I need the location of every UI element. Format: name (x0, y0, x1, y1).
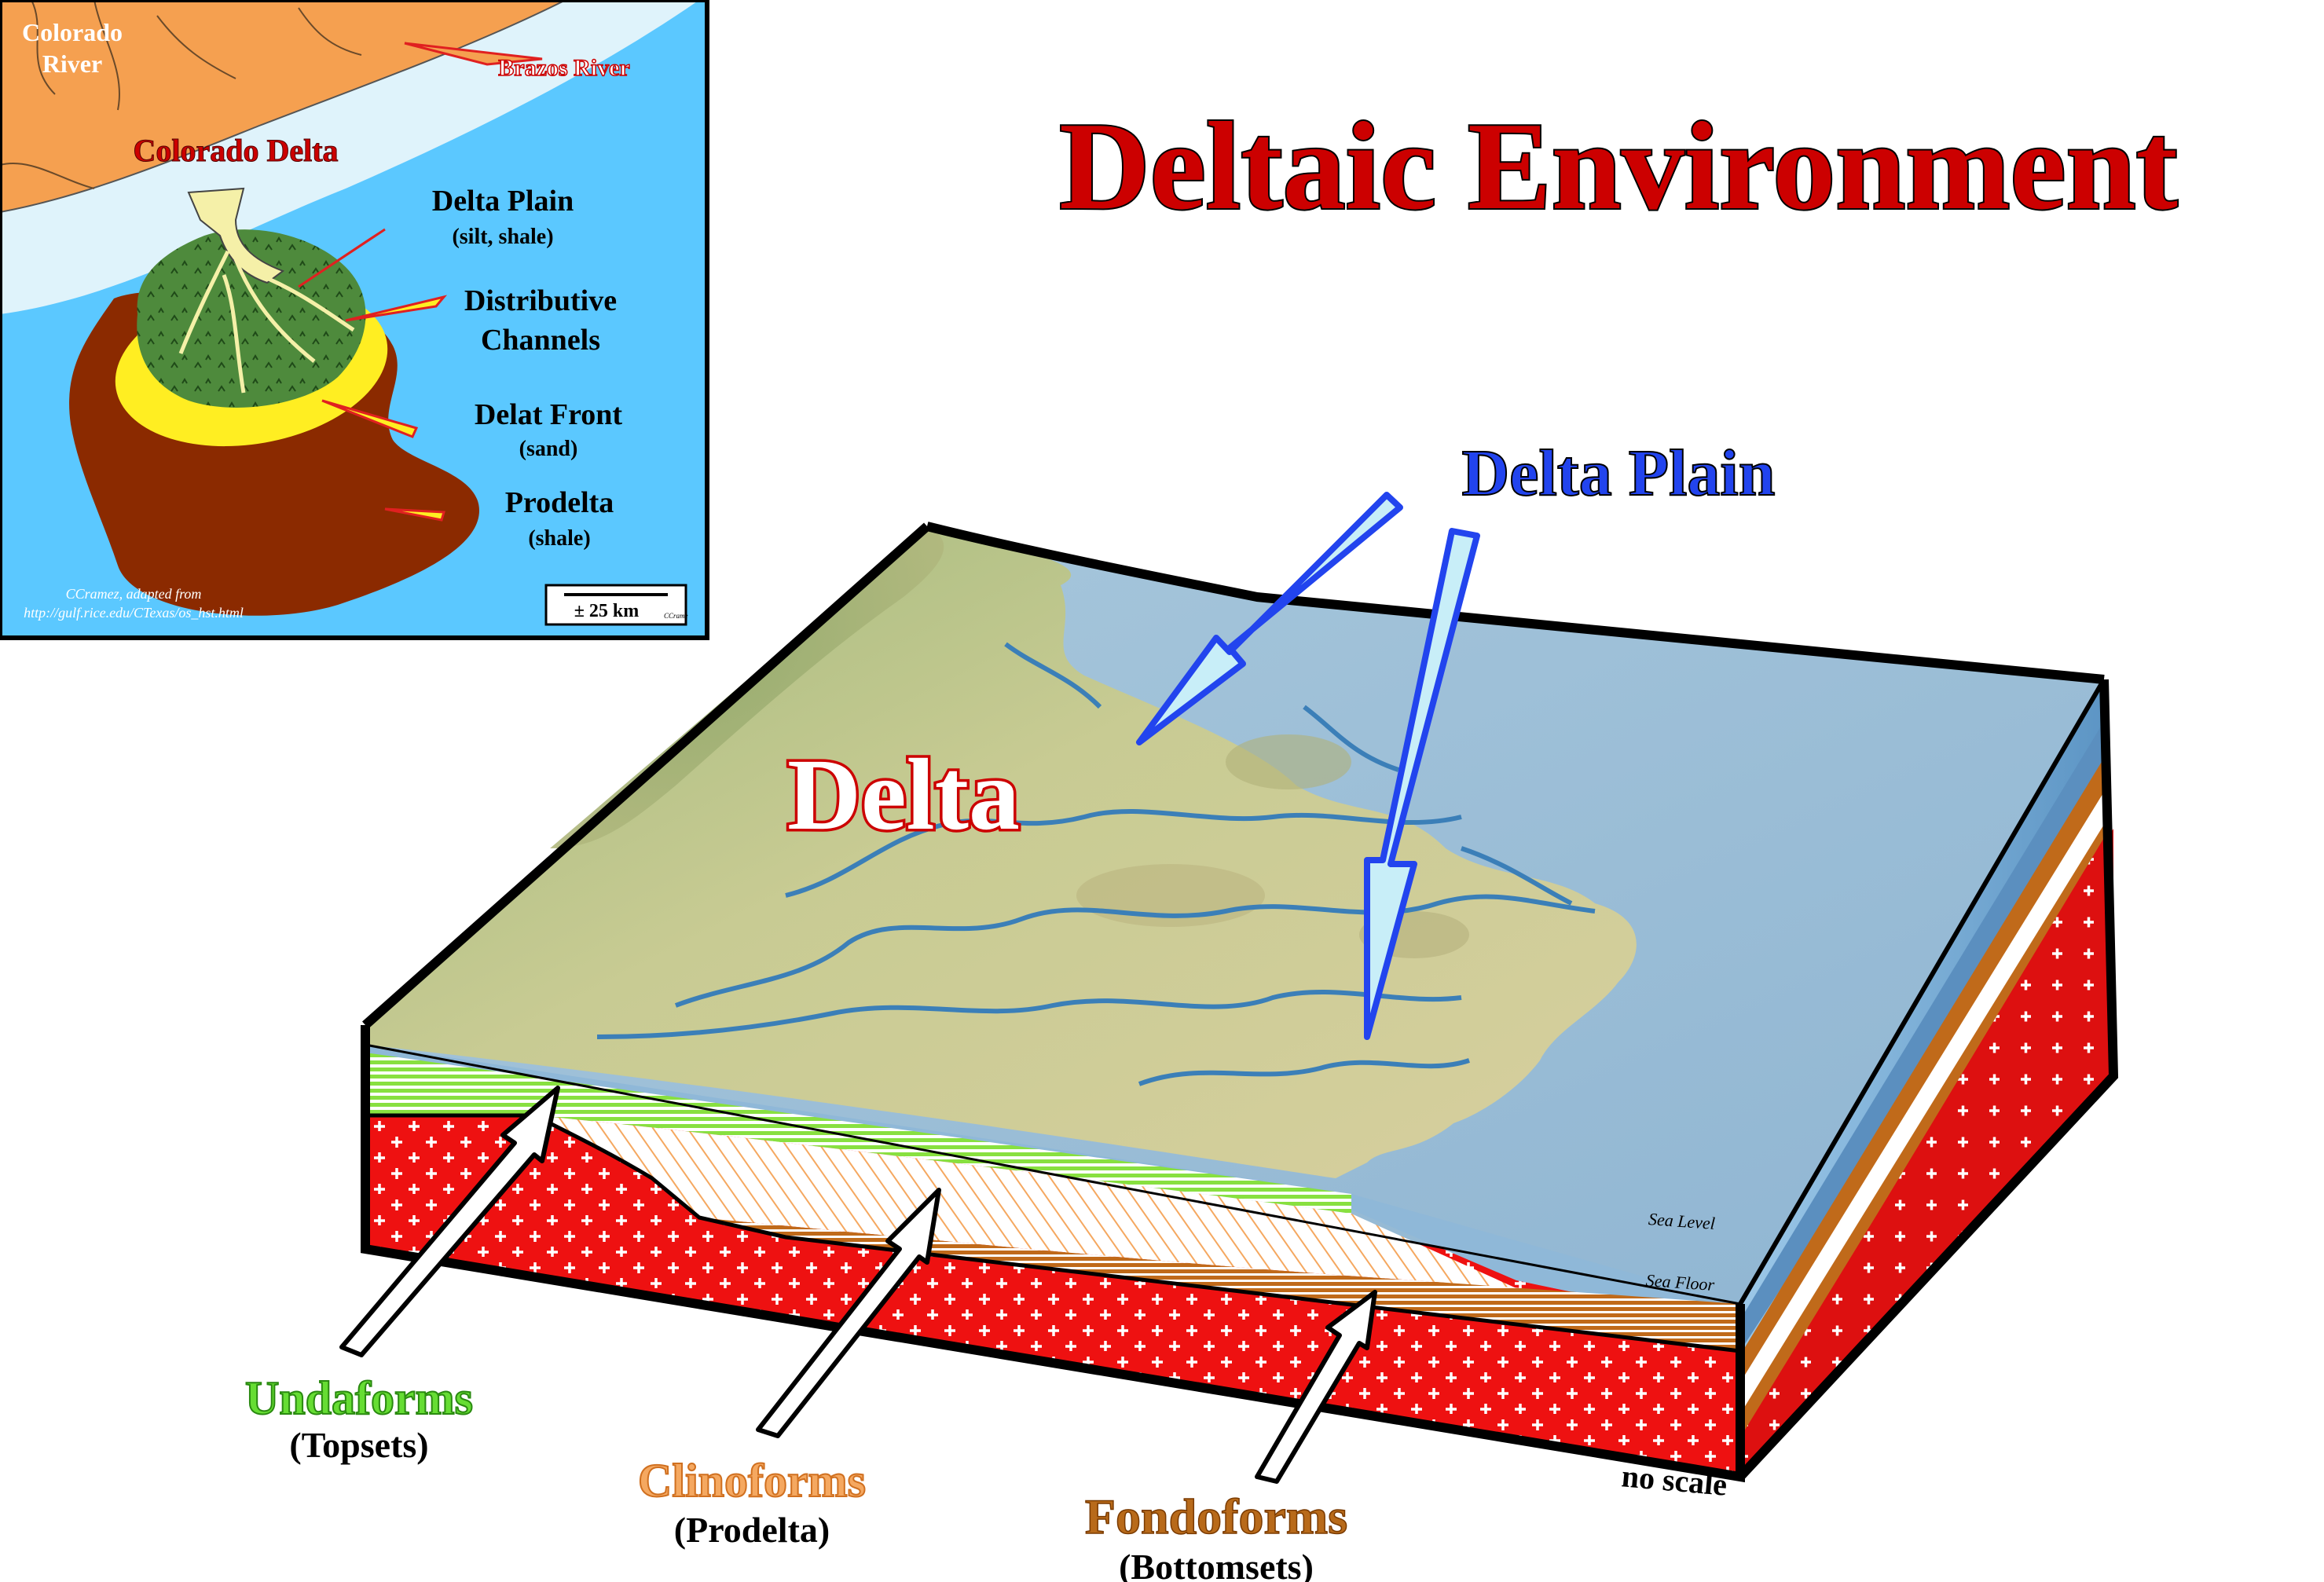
undaforms-arrow (339, 1086, 560, 1357)
inset-label-prodelta-sub: (shale) (528, 526, 590, 551)
fondoforms-arrow (1255, 1290, 1377, 1484)
inset-delta-plain (137, 229, 366, 408)
delta-plain-label: Delta Plain (1462, 437, 1776, 510)
inset-label-colorado-river-2: River (42, 49, 102, 78)
page-title: Deltaic Environment (1059, 96, 2178, 236)
inset-label-delta-plain-sub: (silt, shale) (452, 225, 553, 249)
delta-plain-arrow-2 (1364, 528, 1480, 1040)
inset-credit-2: http://gulf.rice.edu/CTexas/os_hst.html (24, 605, 244, 621)
inset-label-brazos-river: Brazos River (498, 55, 629, 81)
sea-floor-label: Sea Floor (1645, 1270, 1715, 1295)
inset-credit-1: CCramez, adapted from (66, 586, 202, 602)
inset-map: Colorado River Brazos River Colorado Del… (0, 0, 709, 640)
block-diagram: Sea Level Sea Floor Delta (361, 522, 2119, 1483)
delta-plain-arrow-1 (1136, 492, 1403, 745)
inset-scale-box (544, 584, 687, 626)
topsets-label: (Topsets) (289, 1425, 428, 1465)
inset-label-delta-front-sub: (sand) (519, 437, 578, 461)
inset-frame (0, 0, 709, 640)
block-front-undaforms (365, 1053, 1351, 1214)
sea-level-label: Sea Level (1648, 1209, 1715, 1233)
inset-label-delta-plain: Delta Plain (432, 185, 574, 218)
clinoforms-label: Clinoforms (638, 1455, 866, 1507)
inset-scale-label: ± 25 km (574, 601, 640, 621)
fondoforms-label: Fondoforms (1085, 1489, 1347, 1544)
inset-pointer-arrows (298, 42, 543, 522)
block-rivers (596, 642, 1596, 1086)
delta-label: Delta (787, 738, 1020, 851)
block-front-fondoforms (699, 1218, 1740, 1351)
block-front-clinoforms (534, 1115, 1516, 1288)
layer-pointer-arrows (339, 1086, 1377, 1484)
inset-label-colorado-delta: Colorado Delta (133, 133, 338, 168)
inset-label-prodelta: Prodelta (505, 486, 614, 519)
undaforms-label: Undaforms (245, 1372, 473, 1424)
inset-label-distributive: Distributive (464, 284, 617, 317)
inset-scale-credit: CCrame (664, 612, 688, 620)
bottomsets-label: (Bottomsets) (1119, 1547, 1314, 1582)
inset-label-channels: Channels (481, 324, 600, 357)
inset-channel (187, 187, 285, 284)
clinoforms-arrow (756, 1188, 941, 1438)
inset-label-colorado-river-1: Colorado (22, 18, 123, 46)
prodelta-label: (Prodelta) (674, 1510, 830, 1550)
block-right-face (1740, 679, 2113, 1477)
delta-plain-arrows (1136, 492, 1480, 1040)
block-top-land (365, 526, 1637, 1178)
inset-label-delta-front: Delat Front (475, 398, 623, 431)
